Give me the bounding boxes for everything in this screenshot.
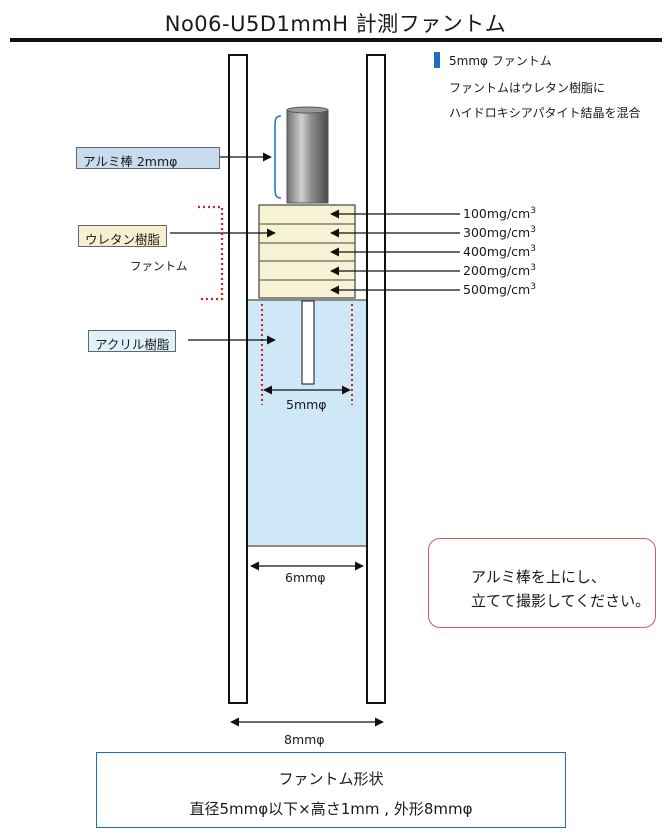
phantom-bracket xyxy=(198,205,224,301)
note-line-1: アルミ棒を上にし、 xyxy=(471,568,606,586)
aluminum-rod-top xyxy=(286,106,329,114)
acrylic-label: アクリル樹脂 xyxy=(88,330,177,352)
aluminum-rod xyxy=(286,109,329,204)
center-pin xyxy=(301,300,315,385)
aluminum-rod-label: アルミ棒 2mmφ xyxy=(76,147,220,169)
note-line-2: 立てて撮影してください。 xyxy=(471,592,651,610)
legend-color-bar xyxy=(434,52,440,68)
shape-info-box xyxy=(96,752,566,828)
density-label: 300mg/cm3 xyxy=(463,225,536,241)
dim-label-inner: 5mmφ xyxy=(286,397,327,412)
density-label: 400mg/cm3 xyxy=(463,244,536,260)
phantom-label: ファントム xyxy=(130,259,188,273)
density-label: 500mg/cm3 xyxy=(463,282,536,298)
left-outer-wall xyxy=(228,54,248,704)
urethane-label: ウレタン樹脂 xyxy=(78,225,168,247)
density-label: 200mg/cm3 xyxy=(463,263,536,279)
title-underline xyxy=(10,38,662,42)
legend-line-2: ハイドロキシアパタイト結晶を混合 xyxy=(449,106,641,120)
note-callout xyxy=(428,538,656,628)
shape-description: 直径5mmφ以下×高さ1mm , 外形8mmφ xyxy=(189,800,473,818)
density-label: 100mg/cm3 xyxy=(463,206,536,222)
legend-title: 5mmφ ファントム xyxy=(449,54,552,68)
dim-label-outer: 8mmφ xyxy=(284,732,325,747)
shape-title: ファントム形状 xyxy=(278,770,384,788)
page-title: No06-U5D1mmH 計測ファントム xyxy=(164,12,507,36)
right-outer-wall xyxy=(366,54,386,704)
dim-label-cylinder: 6mmφ xyxy=(285,570,326,585)
rod-brace xyxy=(274,115,282,199)
legend-line-1: ファントムはウレタン樹脂に xyxy=(449,81,606,95)
